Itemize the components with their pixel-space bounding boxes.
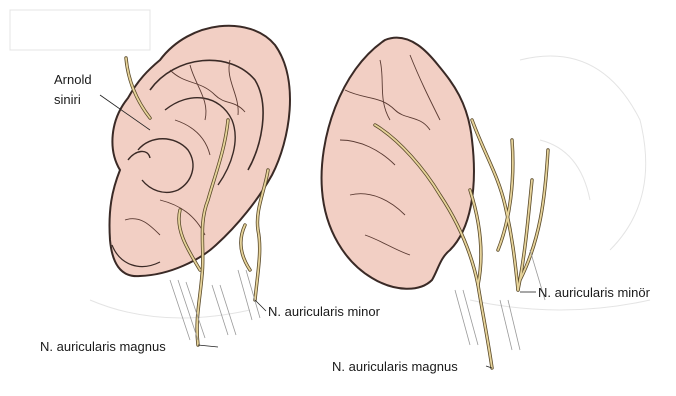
label-auricularis-minor-left: N. auricularis minor: [268, 304, 380, 320]
right-ear-outline: [322, 38, 474, 289]
label-auricularis-magnus-left: N. auricularis magnus: [40, 339, 166, 355]
label-arnold-nerve-line1: Arnold: [54, 72, 92, 88]
label-auricularis-magnus-right: N. auricularis magnus: [332, 359, 458, 375]
label-auricularis-minor-right: N. auricularis minör: [538, 285, 650, 301]
left-ear-outline: [109, 26, 289, 276]
left-ear: [100, 26, 290, 347]
left-neck-hatching: [170, 270, 260, 340]
right-neck-hatching: [455, 250, 545, 350]
right-leader-lines: [486, 292, 536, 368]
label-arnold-nerve-line2: siniri: [54, 92, 81, 108]
